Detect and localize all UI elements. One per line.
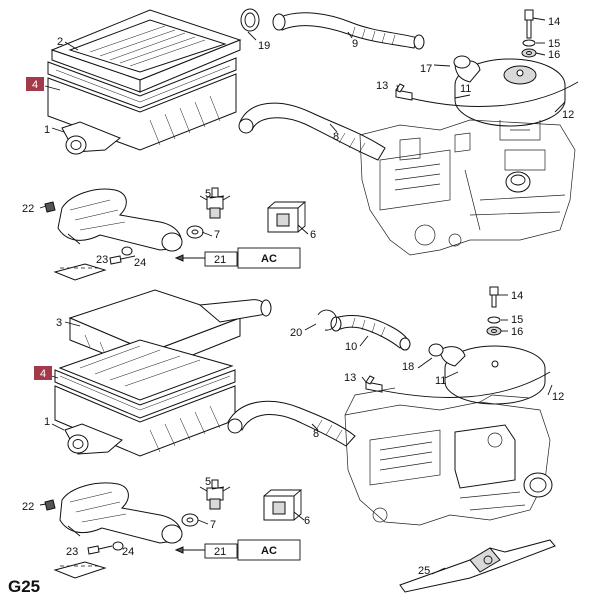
label-23: 23	[96, 254, 108, 266]
air-cleaner-cover-bottom	[68, 289, 272, 373]
label-15: 15	[511, 314, 523, 326]
label-23: 23	[66, 546, 78, 558]
label-4: 4	[32, 79, 38, 91]
label-4: 4	[40, 368, 46, 380]
part-labels-top: 2 4 1 19 9 8 17 11 12 13 14 15 16 22 5 7…	[22, 16, 574, 269]
label-19: 19	[258, 40, 270, 52]
mount-6-top	[267, 201, 307, 233]
label-9: 9	[352, 38, 358, 50]
air-cleaner-housing-top	[47, 73, 237, 155]
label-12: 12	[562, 109, 574, 121]
label-13: 13	[376, 80, 388, 92]
bottom-panel: AC	[22, 286, 564, 593]
bolt-washers-bottom	[486, 286, 502, 336]
filter-element-bottom	[54, 339, 236, 419]
label-6: 6	[304, 515, 310, 527]
clip-22-bottom	[44, 499, 56, 511]
label-6: 6	[310, 229, 316, 241]
label-11: 11	[460, 83, 471, 95]
label-21: 21	[214, 254, 226, 266]
grommet-7-bottom	[181, 513, 199, 527]
label-17: 17	[420, 63, 432, 75]
engine-manifold-top	[359, 119, 576, 256]
label-1: 1	[44, 124, 50, 136]
bracket-lower-bottom	[53, 561, 107, 579]
label-2: 2	[57, 36, 63, 48]
clip-22-top	[44, 201, 56, 213]
grommet-7-top	[186, 225, 204, 239]
thermostatic-air-housing-bottom	[428, 343, 546, 405]
label-5: 5	[205, 188, 211, 200]
ac-box-top: AC	[174, 247, 301, 269]
label-11: 11	[435, 375, 446, 387]
label-10: 10	[345, 341, 357, 353]
label-14: 14	[548, 16, 560, 28]
lower-duct-top	[57, 188, 183, 252]
label-16: 16	[548, 49, 560, 61]
label-14: 14	[511, 290, 523, 302]
label-1: 1	[44, 416, 50, 428]
air-duct-8-top	[238, 102, 386, 161]
label-24: 24	[122, 546, 134, 558]
air-cleaner-cover-top	[50, 9, 242, 93]
label-16: 16	[511, 326, 523, 338]
screw-23-top	[109, 246, 136, 265]
label-25: 25	[418, 565, 430, 577]
leader-lines-top	[39, 17, 566, 237]
thermostatic-air-housing-top	[453, 55, 566, 127]
label-22: 22	[22, 501, 34, 513]
label-7: 7	[210, 519, 216, 531]
label-13: 13	[344, 372, 356, 384]
air-duct-8-bottom	[227, 400, 356, 447]
highlight-label-4-bg	[34, 366, 52, 380]
label-21: 21	[214, 546, 226, 558]
intake-hose-bottom	[317, 309, 411, 351]
ac-box-bottom: AC	[174, 539, 301, 561]
screw-23-bottom	[87, 541, 124, 555]
filter-element-top	[47, 57, 237, 109]
highlight-label-4-bg	[26, 77, 44, 91]
bracket-25	[399, 539, 556, 593]
sheet-code: G25	[8, 577, 40, 596]
label-8: 8	[333, 131, 339, 143]
ac-label: AC	[261, 253, 277, 265]
label-12: 12	[552, 391, 564, 403]
label-5: 5	[205, 476, 211, 488]
label-15: 15	[548, 38, 560, 50]
mount-6-bottom	[263, 489, 303, 521]
intake-hose-top	[240, 8, 425, 50]
engine-manifold-bottom	[344, 387, 553, 526]
label-24: 24	[134, 257, 146, 269]
bracket-lower-top	[53, 263, 107, 281]
label-7: 7	[214, 229, 220, 241]
sensor-5-bottom	[199, 479, 231, 510]
label-3: 3	[56, 317, 62, 329]
label-20: 20	[290, 327, 302, 339]
part-labels-bottom: 3 4 1 20 10 8 18 11 12 13 14 15 16 22 5 …	[22, 290, 564, 577]
bolt-washers-top	[521, 9, 537, 58]
label-8: 8	[313, 428, 319, 440]
label-18: 18	[402, 361, 414, 373]
wire-and-tube-bottom	[365, 371, 551, 398]
top-panel: AC 2 4 1 19	[22, 8, 579, 281]
lower-duct-bottom	[59, 482, 183, 544]
ac-label: AC	[261, 545, 277, 557]
label-22: 22	[22, 203, 34, 215]
